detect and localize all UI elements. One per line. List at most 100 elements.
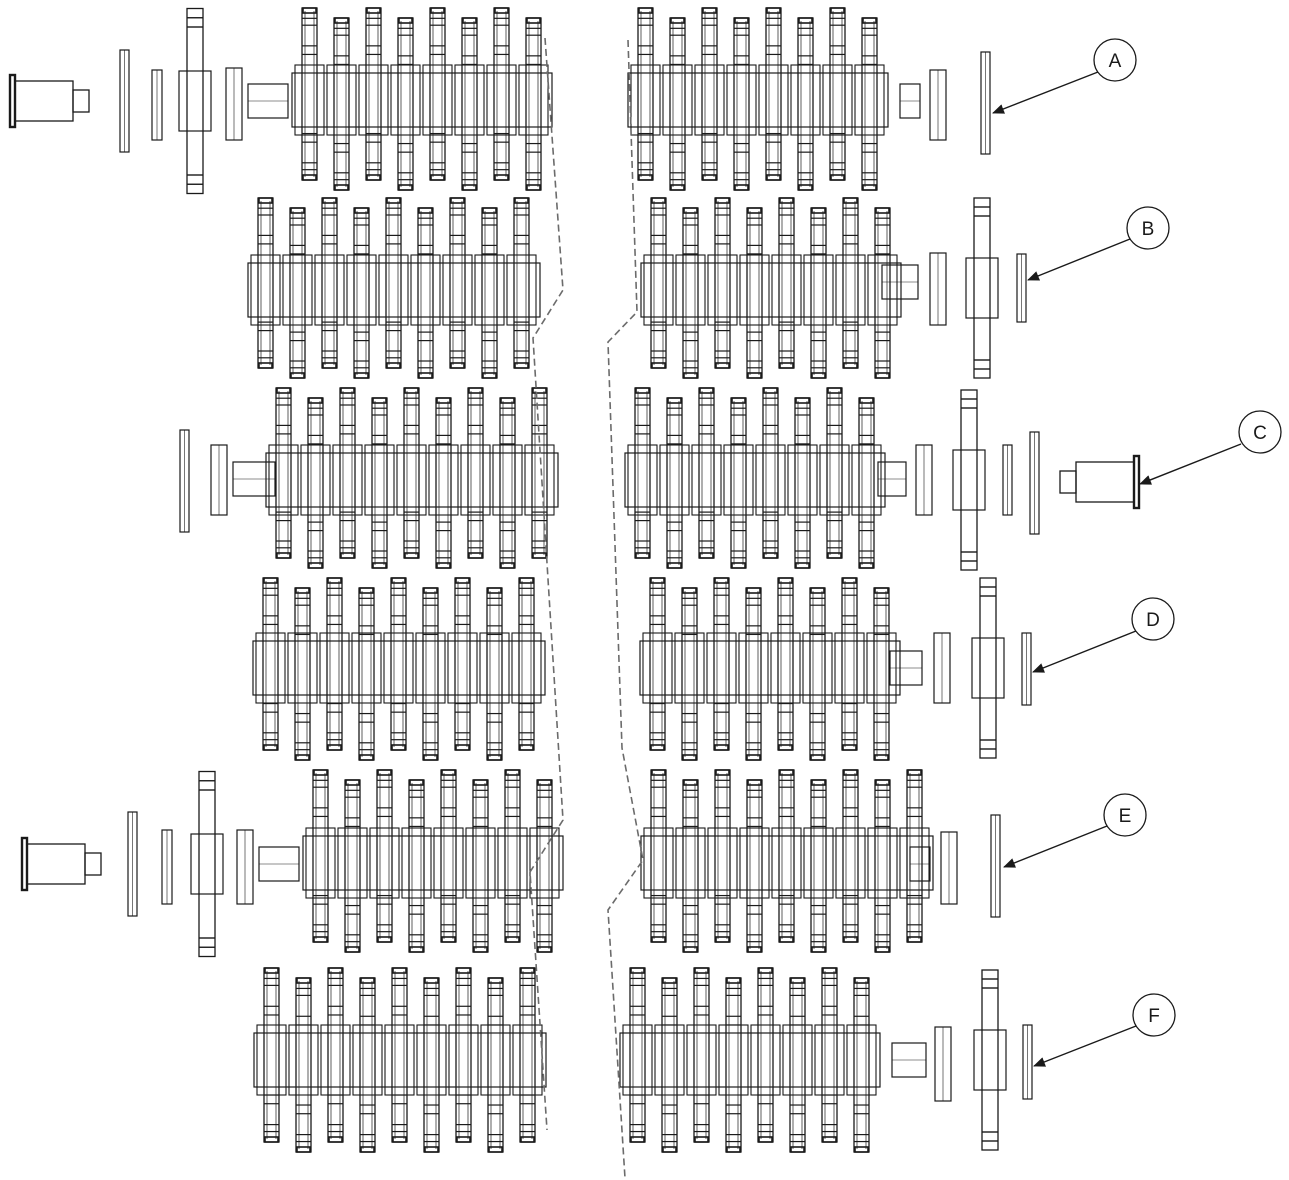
disc-outline xyxy=(906,769,923,943)
callout-label-c: C xyxy=(1253,423,1267,444)
disc-hub xyxy=(250,254,281,326)
disc-tip xyxy=(436,397,451,404)
disc-tip xyxy=(520,1136,535,1143)
disc-tip xyxy=(386,362,401,369)
disc-tip xyxy=(327,744,342,751)
disc xyxy=(282,207,313,379)
disc-tip xyxy=(488,977,503,984)
disc-outline xyxy=(423,977,440,1153)
leader-line-d xyxy=(1032,630,1137,673)
disc-outline xyxy=(518,577,535,751)
disc-outline xyxy=(536,779,553,953)
disc-hub xyxy=(479,632,510,704)
disc xyxy=(465,779,496,953)
disc-tip xyxy=(354,372,369,379)
leader-line-e xyxy=(1003,825,1108,868)
disc xyxy=(726,17,757,191)
disc-tip xyxy=(779,197,794,204)
disc xyxy=(659,397,690,569)
sprocket-body xyxy=(979,577,997,759)
leader-line-c xyxy=(1139,443,1242,485)
disc-hub xyxy=(518,64,549,136)
disc-hub xyxy=(691,444,722,516)
disc-tip xyxy=(734,184,749,191)
sprocket-hub xyxy=(971,637,1005,699)
disc-hub xyxy=(739,827,770,899)
leader-line-f xyxy=(1033,1025,1137,1067)
disc-outline xyxy=(682,207,699,379)
disc-tip xyxy=(747,946,762,953)
disc xyxy=(835,769,866,943)
disc xyxy=(643,197,674,369)
disc-tip xyxy=(715,769,730,776)
disc-tip xyxy=(488,1146,503,1153)
disc-outline xyxy=(422,587,439,761)
disc-tip xyxy=(874,587,889,594)
disc xyxy=(654,977,685,1153)
disc-outline xyxy=(312,769,329,943)
disc-hub xyxy=(851,444,882,516)
disc-hub xyxy=(758,64,789,136)
disc-hub xyxy=(643,827,674,899)
disc-tip xyxy=(635,552,650,559)
disc-outline xyxy=(455,967,472,1143)
disc xyxy=(723,397,754,569)
disc-outline xyxy=(376,769,393,943)
disc-tip xyxy=(778,577,793,584)
disc-tip xyxy=(747,207,762,214)
disc-hub xyxy=(654,1024,685,1096)
disc-outline xyxy=(778,769,795,943)
disc xyxy=(738,587,769,761)
disc-hub xyxy=(659,444,690,516)
disc xyxy=(718,977,749,1153)
disc-tip xyxy=(746,754,761,761)
disc-hub xyxy=(497,827,528,899)
disc-tip xyxy=(714,744,729,751)
disc-tip xyxy=(345,946,360,953)
disc xyxy=(250,197,281,369)
disc-hub xyxy=(814,1024,845,1096)
disc-tip xyxy=(715,362,730,369)
disc-tip xyxy=(391,577,406,584)
shaft-row-left-3 xyxy=(265,387,559,569)
disc-hub xyxy=(854,64,885,136)
disc-tip xyxy=(482,207,497,214)
disc-outline xyxy=(262,577,279,751)
disc-tip xyxy=(731,397,746,404)
sprocket-hub xyxy=(190,833,224,895)
disc xyxy=(758,7,789,181)
disc-outline xyxy=(449,197,466,369)
disc-hub xyxy=(337,827,368,899)
disc-hub xyxy=(255,632,286,704)
disc-hub xyxy=(707,254,738,326)
disc-hub xyxy=(770,632,801,704)
disc-tip xyxy=(423,587,438,594)
disc-tip xyxy=(424,1146,439,1153)
disc xyxy=(294,7,325,181)
bushing-tip xyxy=(72,89,90,113)
disc xyxy=(662,17,693,191)
bushing-flange xyxy=(8,73,17,129)
disc-outline xyxy=(487,977,504,1153)
callout-circle-b xyxy=(1126,206,1170,250)
disc-outline xyxy=(746,207,763,379)
disc-tip xyxy=(682,754,697,761)
disc-hub xyxy=(622,1024,653,1096)
disc-tip xyxy=(537,779,552,786)
disc-tip xyxy=(494,7,509,14)
disc-outline xyxy=(385,197,402,369)
disc-tip xyxy=(404,387,419,394)
disc-outline xyxy=(713,577,730,751)
disc-tip xyxy=(875,779,890,786)
disc-hub xyxy=(378,254,409,326)
disc-outline xyxy=(326,577,343,751)
disc-outline xyxy=(454,577,471,751)
shaft-core xyxy=(252,640,546,696)
disc xyxy=(410,207,441,379)
disc-tip xyxy=(441,769,456,776)
disc-outline xyxy=(429,7,446,181)
disc-hub xyxy=(694,64,725,136)
disc-hub xyxy=(662,64,693,136)
disc-tip xyxy=(276,552,291,559)
disc-outline xyxy=(257,197,274,369)
